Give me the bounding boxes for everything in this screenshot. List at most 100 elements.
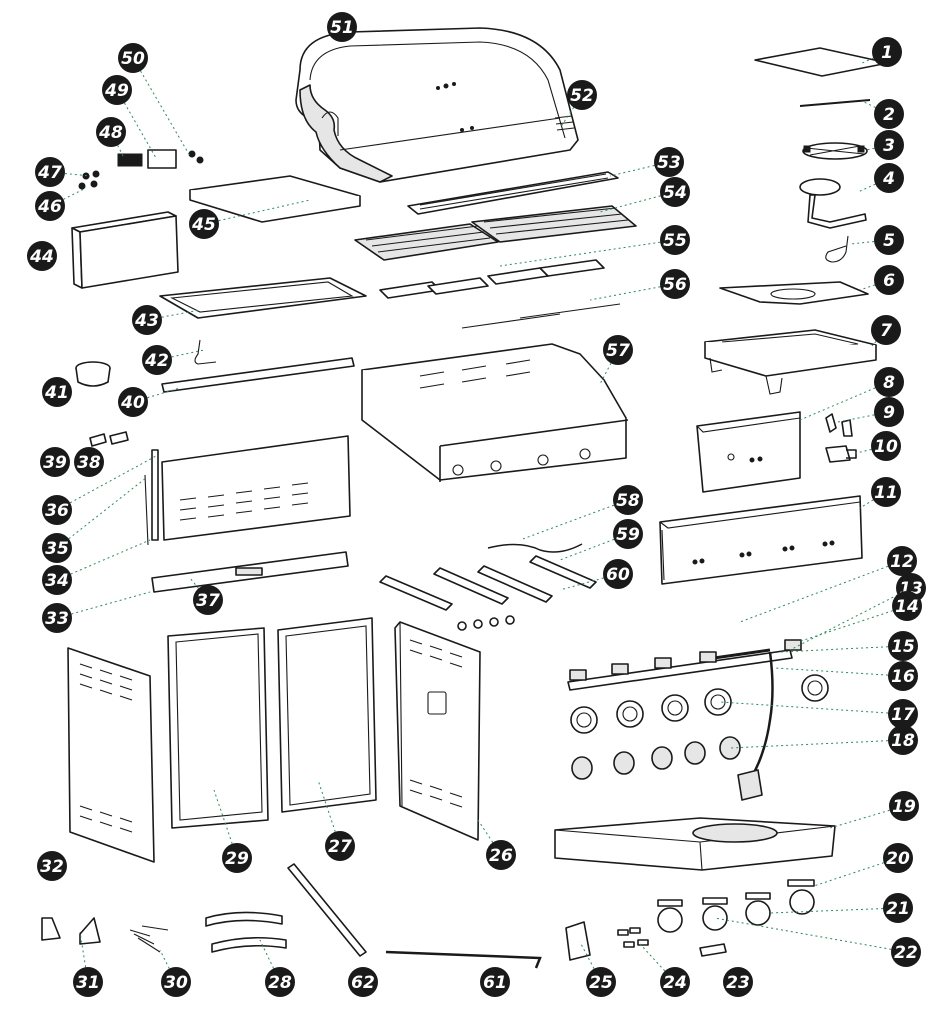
badge-circle — [118, 43, 148, 73]
part-number-label: 55 — [663, 231, 687, 251]
badge-circle — [883, 843, 913, 873]
side-burner-grate-drawing — [802, 142, 868, 160]
part-badge-58: 58 — [613, 485, 643, 515]
part-number-label: 22 — [894, 943, 918, 963]
badge-circle — [35, 157, 65, 187]
leader-line-8 — [799, 381, 890, 421]
badge-circle — [892, 591, 922, 621]
badge-circle — [193, 585, 223, 615]
burner-tubes-drawing — [379, 543, 597, 631]
leader-line-16 — [774, 667, 904, 677]
part-number-label: 29 — [225, 849, 249, 869]
part-badge-34: 34 — [42, 565, 72, 595]
knob-bezel-drawing — [570, 674, 829, 734]
badge-circle — [723, 967, 753, 997]
badge-circle — [874, 99, 904, 129]
part-badge-52: 52 — [567, 80, 597, 110]
badge-circle — [586, 967, 616, 997]
part-badge-48: 48 — [96, 117, 126, 147]
side-shelf-cover-drawing — [754, 47, 889, 77]
badge-circle — [871, 477, 901, 507]
side-shelf-drawing — [554, 817, 836, 871]
badge-circle — [888, 631, 918, 661]
right-side-panel-drawing — [394, 621, 481, 841]
badge-circle — [891, 937, 921, 967]
part-badge-56: 56 — [660, 269, 690, 299]
badge-circle — [888, 699, 918, 729]
part-number-label: 40 — [120, 393, 145, 413]
warming-shelf-drawing — [189, 175, 361, 223]
part-number-label: 15 — [891, 637, 915, 657]
leader-line-22 — [714, 917, 907, 953]
part-number-label: 16 — [891, 667, 915, 687]
part-number-label: 56 — [663, 275, 687, 295]
grease-rail-drawing — [161, 357, 355, 393]
part-number-label: 33 — [45, 609, 69, 629]
door-handles-drawing — [205, 911, 287, 953]
part-badge-3: 3 — [874, 130, 904, 160]
part-number-label: 8 — [883, 373, 895, 393]
part-number-label: 39 — [43, 453, 67, 473]
leader-line-40 — [132, 387, 181, 403]
badge-circle — [42, 377, 72, 407]
part-badge-31: 31 — [73, 967, 103, 997]
part-badge-10: 10 — [871, 431, 901, 461]
door-clips-drawing — [617, 927, 649, 948]
cross-brace-clip-drawing — [235, 567, 263, 576]
small-hardware-drawing — [78, 149, 204, 190]
leader-line-59 — [559, 533, 629, 561]
part-badge-60: 60 — [603, 559, 633, 589]
part-number-label: 46 — [37, 197, 62, 217]
part-badge-41: 41 — [42, 377, 72, 407]
part-badge-35: 35 — [42, 533, 72, 563]
part-number-label: 2 — [883, 105, 895, 125]
badge-circle — [348, 967, 378, 997]
part-number-label: 61 — [483, 973, 507, 993]
part-badge-27: 27 — [325, 831, 355, 861]
leader-line-42 — [156, 349, 205, 361]
leader-line-31 — [79, 931, 89, 983]
leader-line-33 — [56, 591, 151, 619]
part-number-label: 24 — [663, 973, 687, 993]
part-badge-2: 2 — [874, 99, 904, 129]
part-number-label: 34 — [45, 571, 69, 591]
part-number-label: 18 — [891, 731, 915, 751]
part-badge-46: 46 — [35, 191, 65, 221]
part-number-label: 26 — [489, 846, 513, 866]
part-badge-17: 17 — [888, 699, 918, 729]
gas-manifold-drawing — [567, 639, 802, 801]
badge-circle — [161, 967, 191, 997]
part-number-label: 44 — [29, 247, 54, 267]
badge-circle — [883, 893, 913, 923]
part-badge-12: 12 — [887, 546, 917, 576]
part-number-label: 27 — [328, 837, 352, 857]
leader-line-36 — [56, 455, 157, 511]
part-badge-8: 8 — [874, 367, 904, 397]
part-badge-40: 40 — [118, 387, 148, 417]
grease-tray-drawing — [159, 277, 367, 319]
part-badge-9: 9 — [874, 397, 904, 427]
part-badge-42: 42 — [142, 345, 172, 375]
part-badge-4: 4 — [874, 163, 904, 193]
part-number-label: 5 — [883, 231, 895, 251]
badge-circle — [603, 335, 633, 365]
part-badge-29: 29 — [222, 843, 252, 873]
side-burner-pan-drawing — [719, 281, 869, 305]
part-number-label: 49 — [104, 81, 129, 101]
part-number-label: 45 — [191, 215, 216, 235]
part-number-label: 32 — [40, 857, 64, 877]
badge-circle — [603, 559, 633, 589]
part-badge-18: 18 — [888, 725, 918, 755]
part-badge-36: 36 — [42, 495, 72, 525]
grease-cup-drawing — [75, 361, 111, 387]
badge-circle — [73, 967, 103, 997]
part-number-label: 10 — [874, 437, 898, 457]
part-number-label: 11 — [874, 483, 898, 503]
cooking-grates-drawing — [354, 205, 637, 261]
part-badge-49: 49 — [102, 75, 132, 105]
part-badge-57: 57 — [603, 335, 633, 365]
badge-circle — [613, 485, 643, 515]
storage-box-drawing — [71, 211, 179, 289]
part-badge-23: 23 — [723, 967, 753, 997]
part-number-label: 42 — [144, 351, 169, 371]
